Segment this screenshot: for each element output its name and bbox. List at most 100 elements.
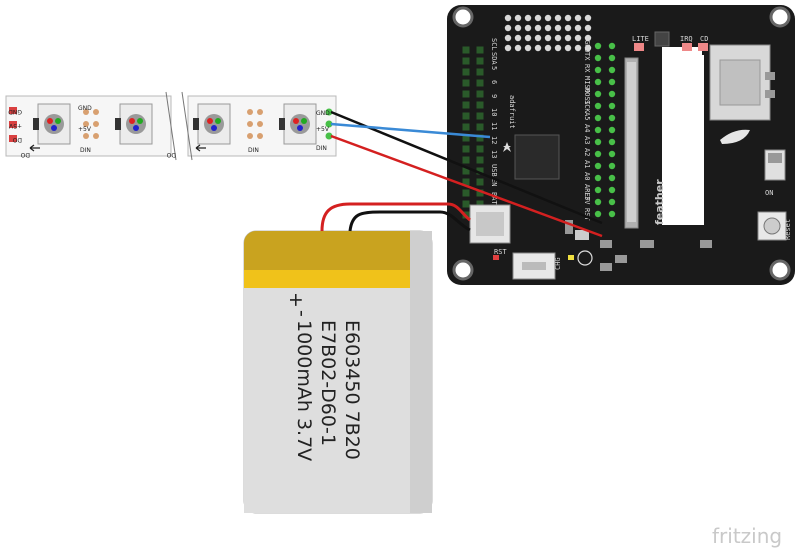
- header-pin: [524, 34, 532, 42]
- header-pin: [462, 112, 470, 120]
- header-pin: [608, 90, 616, 98]
- header-pin: [476, 145, 484, 153]
- strip-label-gnd: GND: [8, 108, 22, 115]
- battery-line-2: E7B02-D60-1: [317, 320, 339, 446]
- pin-label: AREF: [583, 184, 591, 201]
- strip-end-pad: [325, 132, 333, 140]
- battery-plus: +: [285, 292, 307, 308]
- header-pin: [594, 114, 602, 122]
- pin-label: BAT: [490, 192, 498, 205]
- battery-line-3: 1000mAh 3.7V: [293, 320, 315, 461]
- header-pin: [584, 24, 592, 32]
- pin-label: 13: [490, 150, 498, 158]
- pin-label: EN: [490, 178, 498, 186]
- header-pin: [476, 46, 484, 54]
- arrow-icon: [195, 144, 206, 152]
- power-wire: [330, 134, 603, 238]
- pin-label: 6: [490, 80, 498, 84]
- battery-line-1: E603450 7B20: [341, 320, 363, 460]
- pin-label: A1: [583, 160, 591, 168]
- header-pin: [504, 14, 512, 22]
- strip-label-do: DO: [166, 151, 176, 158]
- strip-label-din: DIN: [80, 147, 91, 154]
- header-pin: [534, 34, 542, 42]
- gnd-wire: [330, 110, 603, 225]
- header-pin: [476, 101, 484, 109]
- header-pin: [608, 126, 616, 134]
- pin-label: A4: [583, 124, 591, 132]
- header-pin: [534, 44, 542, 52]
- header-pin: [544, 24, 552, 32]
- pin-label: 3V: [583, 196, 591, 205]
- header-pin: [462, 134, 470, 142]
- pin-label: TX: [583, 52, 591, 61]
- pin-label: 9: [490, 94, 498, 98]
- strip-label-do: DO: [20, 151, 30, 158]
- pin-label: 10: [490, 108, 498, 116]
- label-reset: Reset: [784, 219, 792, 240]
- header-pin: [608, 66, 616, 74]
- header-pin: [476, 200, 484, 208]
- strip-pad-do: [9, 135, 17, 142]
- header-pin: [524, 24, 532, 32]
- header-pin: [594, 126, 602, 134]
- wires: [320, 110, 603, 238]
- battery-minus: -: [291, 310, 313, 317]
- header-pin: [476, 112, 484, 120]
- feather-logo-icon: [720, 129, 750, 144]
- data-wire: [330, 122, 491, 139]
- pin-label: SCK: [583, 100, 591, 113]
- header-pin: [594, 186, 602, 194]
- header-pin: [514, 44, 522, 52]
- led-chip: [279, 103, 317, 145]
- header-pin: [574, 14, 582, 22]
- header-pin: [462, 46, 470, 54]
- header-pin: [462, 101, 470, 109]
- strip-label-5v: +5V: [316, 126, 330, 133]
- header-pin: [564, 34, 572, 42]
- led-indicator: [493, 255, 499, 260]
- header-pin: [476, 57, 484, 65]
- lipo-battery: - + E603450 7B20 E7B02-D60-1 1000mAh 3.7…: [243, 230, 433, 514]
- header-pin: [594, 66, 602, 74]
- pin-label: A5: [583, 112, 591, 120]
- led-indicator: [568, 255, 574, 260]
- header-pin: [476, 79, 484, 87]
- header-pin: [462, 156, 470, 164]
- strip-label-gnd: GND: [78, 105, 92, 112]
- strip-label-5v: +5V: [78, 126, 92, 133]
- header-pin: [462, 90, 470, 98]
- header-pin: [608, 210, 616, 218]
- pin-label: SCL: [490, 38, 498, 51]
- header-pin: [514, 14, 522, 22]
- led-chip: [33, 103, 71, 145]
- header-pin: [524, 44, 532, 52]
- label-on: ON: [765, 189, 773, 197]
- pin-label: GND: [583, 40, 591, 53]
- header-pin: [608, 186, 616, 194]
- header-pin: [476, 123, 484, 131]
- strip-label-5v: +5V: [8, 122, 22, 129]
- pin-label: SDA: [490, 52, 498, 65]
- label-cd: CD: [700, 35, 708, 43]
- pin-label: RX: [583, 64, 591, 73]
- header-pin: [594, 150, 602, 158]
- led-chip: [115, 103, 153, 145]
- header-pin: [476, 178, 484, 186]
- header-pin: [476, 134, 484, 142]
- mount-hole: [769, 259, 791, 281]
- led-chip: [193, 103, 231, 145]
- header-pin: [462, 178, 470, 186]
- header-pin: [462, 57, 470, 65]
- header-pin: [594, 162, 602, 170]
- header-pin: [608, 102, 616, 110]
- strip-label-din: DIN: [248, 147, 259, 154]
- header-pin: [514, 24, 522, 32]
- header-pin: [608, 42, 616, 50]
- pin-label: 12: [490, 136, 498, 144]
- pin-label: 11: [490, 122, 498, 130]
- header-pin: [608, 114, 616, 122]
- header-pin: [564, 44, 572, 52]
- header-pin: [584, 34, 592, 42]
